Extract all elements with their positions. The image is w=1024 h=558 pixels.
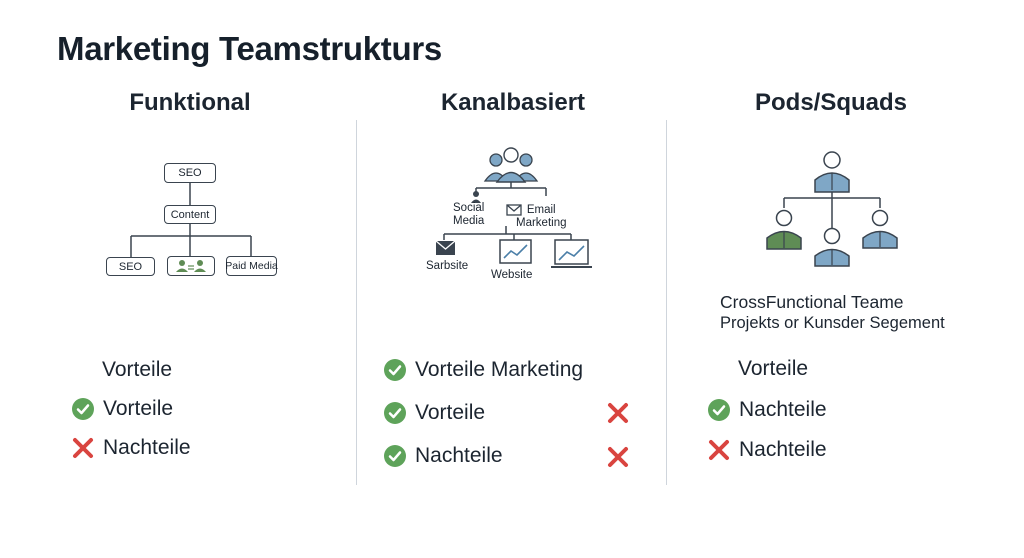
list-item-funktional-2: Vorteile bbox=[72, 397, 173, 421]
org-chart-connectors bbox=[130, 183, 252, 257]
functional-org-chart: SEO Content SEO Paid Media bbox=[0, 0, 356, 300]
check-icon bbox=[384, 359, 406, 381]
org-box-content: Content bbox=[164, 205, 216, 224]
lead-person-icon bbox=[814, 151, 850, 193]
pods-subtext-line2: Projekts or Kunsder Segement bbox=[720, 314, 945, 332]
list-item-label: Nachteile bbox=[739, 398, 827, 421]
channel-connectors bbox=[435, 147, 592, 268]
pods-org-chart: CrossFunctional Teame Projekts or Kunsde… bbox=[666, 0, 1024, 332]
people-icon bbox=[176, 260, 206, 272]
chart-monitor-icon bbox=[499, 239, 532, 264]
label-sarbsite: Sarbsite bbox=[426, 260, 469, 272]
member-person-icon bbox=[814, 227, 850, 267]
list-item-kanal-2: Vorteile bbox=[384, 401, 485, 425]
mail-icon bbox=[435, 240, 456, 255]
cross-icon bbox=[73, 438, 93, 458]
person-icon bbox=[471, 191, 481, 203]
org-box-seo-bottom: SEO bbox=[106, 257, 155, 276]
list-item-label: Vorteile bbox=[415, 401, 486, 424]
list-item-pods-1: Vorteile bbox=[738, 357, 809, 380]
list-item-kanal-1: Vorteile Marketing bbox=[384, 358, 583, 382]
column-divider bbox=[356, 120, 357, 485]
check-icon bbox=[384, 402, 406, 424]
list-item-pods-2: Nachteile bbox=[708, 398, 827, 422]
column-divider bbox=[666, 120, 667, 485]
org-box-team bbox=[167, 256, 215, 276]
member-person-icon bbox=[766, 209, 802, 250]
channel-org-chart: Social Media Email Marketing Sarbsite We… bbox=[356, 0, 666, 300]
list-item-kanal-3: Nachteile bbox=[384, 444, 503, 468]
column-heading-funktional: Funktional bbox=[129, 89, 251, 116]
org-box-paid-media: Paid Media bbox=[225, 256, 278, 276]
cross-icon bbox=[608, 447, 628, 467]
email-icon bbox=[506, 204, 522, 216]
cross-icon bbox=[709, 440, 729, 460]
team-group-icon bbox=[483, 147, 539, 183]
list-item-label: Vorteile bbox=[103, 397, 174, 420]
list-item-label: Nachteile bbox=[103, 436, 191, 459]
laptop-chart-icon bbox=[551, 239, 592, 268]
list-item-pods-3: Nachteile bbox=[708, 438, 827, 462]
pods-subtext-line1: CrossFunctional Teame bbox=[720, 292, 904, 312]
check-icon bbox=[72, 398, 94, 420]
column-heading-kanalbasiert: Kanalbasiert bbox=[440, 89, 586, 116]
member-person-icon bbox=[862, 209, 898, 249]
page-title: Marketing Teamstrukturs bbox=[57, 30, 442, 67]
check-icon bbox=[708, 399, 730, 421]
pods-connectors bbox=[766, 151, 898, 267]
label-social-media: Social Media bbox=[453, 202, 485, 227]
check-icon bbox=[384, 445, 406, 467]
org-box-seo-top: SEO bbox=[164, 163, 216, 183]
list-item-label: Nachteile bbox=[739, 438, 827, 461]
label-email-marketing: Email Marketing bbox=[516, 204, 567, 229]
list-item-funktional-1: Vorteile bbox=[102, 358, 173, 381]
cross-icon bbox=[608, 403, 628, 423]
column-heading-pods-squads: Pods/Squads bbox=[754, 89, 908, 116]
list-item-funktional-3: Nachteile bbox=[72, 436, 191, 460]
label-website: Website bbox=[491, 269, 533, 281]
list-item-label: Vorteile Marketing bbox=[415, 358, 584, 381]
list-item-label: Nachteile bbox=[415, 444, 503, 467]
